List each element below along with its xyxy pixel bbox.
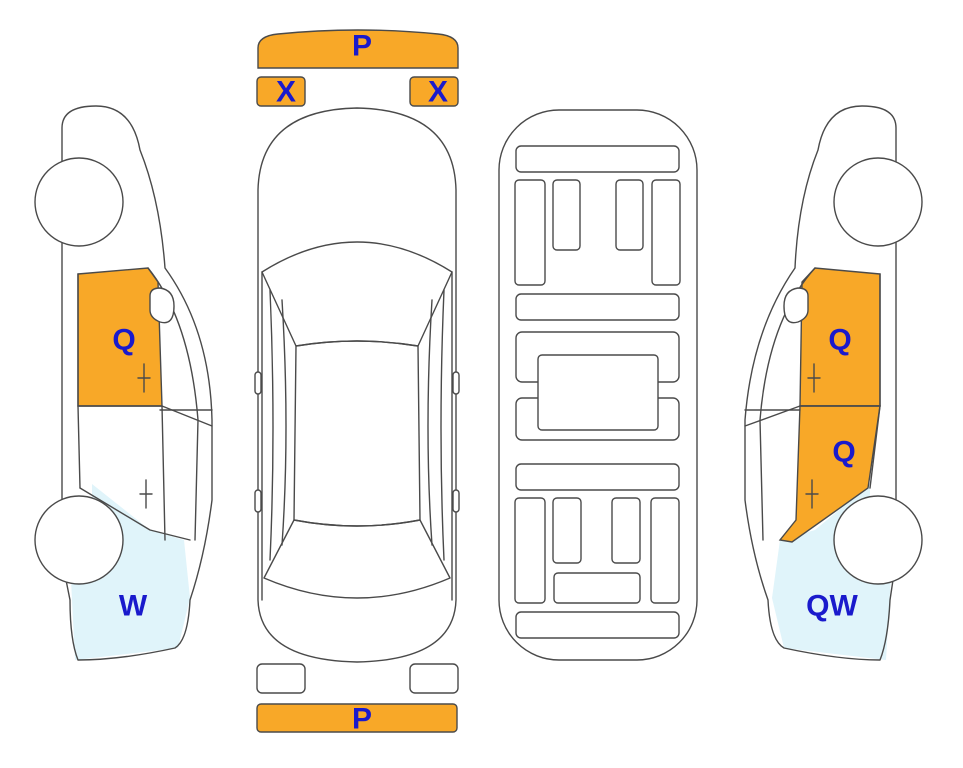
left-rear-quarter-label: W — [119, 590, 148, 623]
top-left-mirror — [254, 371, 262, 395]
underbody-panel — [651, 179, 681, 286]
underbody-rear-crossmember — [515, 611, 680, 639]
car-underbody-view — [498, 109, 698, 661]
left-rear-door-bottom — [79, 487, 191, 541]
top-body-outline — [257, 107, 457, 663]
left-door-split — [161, 405, 166, 541]
right-rear-door-label: Q — [832, 436, 855, 469]
underbody-panel — [611, 497, 641, 564]
rear-bumper-label: P — [352, 703, 372, 736]
car-right-side-view: Q Q QW — [744, 105, 923, 661]
top-rear-window — [263, 519, 451, 599]
left-mirror-icon — [149, 287, 175, 324]
underbody-panel — [552, 179, 581, 251]
left-beltline-2 — [161, 405, 213, 427]
car-left-side-view: Q W — [34, 105, 213, 661]
front-panels: P X X — [256, 29, 459, 109]
left-rear-handle-icon — [139, 479, 153, 509]
left-front-door-label: Q — [112, 324, 135, 357]
underbody-crossmember — [515, 293, 680, 321]
right-front-door-label: Q — [828, 324, 851, 357]
headlight-left-label: X — [276, 76, 296, 109]
underbody-panel — [650, 497, 680, 604]
front-bumper-label: P — [352, 30, 372, 63]
underbody-panel — [553, 572, 641, 604]
top-right-glass-line — [427, 299, 433, 546]
top-right-handle — [452, 489, 460, 513]
right-rear-wheel — [833, 495, 923, 585]
underbody-crossmember — [515, 463, 680, 491]
rear-panels: P — [256, 663, 459, 736]
taillight-left-panel[interactable] — [256, 663, 306, 694]
top-left-handle — [254, 489, 262, 513]
right-mirror-icon — [783, 287, 809, 324]
top-right-inner-line — [440, 289, 445, 561]
right-beltline-2 — [744, 405, 801, 427]
left-rear-wheel — [34, 495, 124, 585]
top-left-glass-line — [281, 299, 287, 546]
underbody-center-panel — [537, 354, 659, 431]
left-body-outline — [61, 105, 213, 661]
front-bumper-panel[interactable] — [257, 29, 459, 69]
taillight-right-panel[interactable] — [409, 663, 459, 694]
underbody-panel — [552, 497, 582, 564]
headlight-left-panel[interactable] — [256, 76, 306, 107]
underbody-front-crossmember — [515, 145, 680, 173]
headlight-right-label: X — [428, 76, 448, 109]
car-top-view — [254, 107, 460, 663]
right-rear-quarter-label: QW — [806, 590, 858, 623]
top-right-mirror — [452, 371, 460, 395]
top-left-inner-line — [269, 289, 274, 561]
top-roof[interactable] — [293, 340, 421, 527]
right-front-handle-icon — [807, 363, 821, 393]
top-windshield — [261, 241, 453, 347]
right-rear-handle-icon — [805, 479, 819, 509]
underbody-panel — [514, 497, 546, 604]
right-body-outline — [744, 105, 897, 661]
underbody-panel — [615, 179, 644, 251]
headlight-right-panel[interactable] — [409, 76, 459, 107]
left-front-handle-icon — [137, 363, 151, 393]
underbody-panel — [514, 179, 546, 286]
underbody-outline — [498, 109, 698, 661]
left-front-wheel — [34, 157, 124, 247]
right-front-wheel — [833, 157, 923, 247]
rear-bumper-panel[interactable] — [256, 703, 458, 733]
